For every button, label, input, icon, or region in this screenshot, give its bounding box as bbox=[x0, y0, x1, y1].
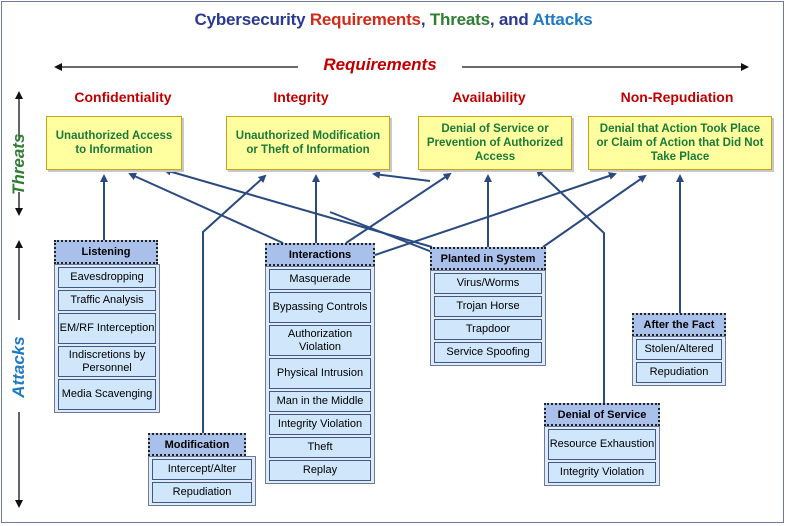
attack-item: Trapdoor bbox=[434, 319, 542, 340]
attack-group-interactions-header: Interactions bbox=[265, 243, 375, 266]
attack-group-modification-body: Intercept/Alter Repudiation bbox=[148, 456, 256, 506]
attack-item: Physical Intrusion bbox=[269, 358, 371, 389]
threat-unauthorized-access: Unauthorized Access to Information bbox=[46, 116, 182, 170]
attack-item: Eavesdropping bbox=[58, 267, 156, 288]
diagram-title: Cybersecurity Requirements, Threats, and… bbox=[0, 10, 787, 30]
attacks-axis-label: Attacks bbox=[9, 336, 28, 398]
attack-group-planted-body: Virus/Worms Trojan Horse Trapdoor Servic… bbox=[430, 270, 546, 366]
arrow-dos-integrity bbox=[372, 170, 431, 182]
title-sep-2: , and bbox=[489, 10, 533, 29]
threats-axis-label: Threats bbox=[9, 133, 28, 195]
arrow-interactions-confidentiality bbox=[128, 172, 284, 244]
title-sep-1: , bbox=[420, 10, 430, 29]
title-part-cybersecurity: Cybersecurity bbox=[194, 10, 310, 29]
threat-denial-of-action: Denial that Action Took Place or Claim o… bbox=[588, 116, 772, 170]
attack-group-modification: Modification Intercept/Alter Repudiation bbox=[148, 433, 256, 506]
attack-item: Resource Exhaustion bbox=[548, 429, 656, 460]
attack-group-after-the-fact: After the Fact Stolen/Altered Repudiatio… bbox=[632, 313, 726, 386]
attack-group-listening: Listening Eavesdropping Traffic Analysis… bbox=[54, 240, 160, 413]
attack-group-dos-header: Denial of Service bbox=[544, 403, 660, 426]
attack-item: Integrity Violation bbox=[548, 462, 656, 483]
attack-item: Bypassing Controls bbox=[269, 292, 371, 323]
attack-group-listening-header: Listening bbox=[54, 240, 158, 264]
attack-group-listening-body: Eavesdropping Traffic Analysis EM/RF Int… bbox=[54, 264, 160, 413]
requirement-nonrepudiation: Non-Repudiation bbox=[620, 89, 734, 105]
arrow-dos-availability bbox=[535, 168, 605, 403]
attack-item: Repudiation bbox=[152, 482, 252, 503]
requirement-availability: Availability bbox=[452, 89, 526, 105]
attack-item: Virus/Worms bbox=[434, 273, 542, 294]
attack-item: Theft bbox=[269, 437, 371, 458]
attack-item: Service Spoofing bbox=[434, 342, 542, 363]
attack-group-interactions-body: Masquerade Bypassing Controls Authorizat… bbox=[265, 266, 375, 484]
attack-group-after-header: After the Fact bbox=[632, 313, 726, 336]
arrow-planted-nonrepudiation bbox=[542, 174, 647, 248]
attack-item: Media Scavenging bbox=[58, 379, 156, 410]
attack-item: Indiscretions by Personnel bbox=[58, 346, 156, 377]
attack-item: Stolen/Altered bbox=[636, 339, 722, 360]
attack-group-after-body: Stolen/Altered Repudiation bbox=[632, 336, 726, 386]
arrow-interactions-availability bbox=[345, 172, 452, 244]
attack-group-denial-of-service: Denial of Service Resource Exhaustion In… bbox=[544, 403, 660, 486]
attack-group-planted-header: Planted in System bbox=[430, 247, 546, 270]
requirement-integrity: Integrity bbox=[273, 89, 329, 105]
attack-item: Trojan Horse bbox=[434, 296, 542, 317]
attack-item: Authorization Violation bbox=[269, 325, 371, 356]
title-part-attacks: Attacks bbox=[532, 10, 593, 29]
requirement-confidentiality: Confidentiality bbox=[74, 89, 172, 105]
threat-denial-of-service: Denial of Service or Prevention of Autho… bbox=[418, 116, 572, 170]
attack-item: Intercept/Alter bbox=[152, 459, 252, 480]
attack-item: Man in the Middle bbox=[269, 391, 371, 412]
attack-item: Integrity Violation bbox=[269, 414, 371, 435]
attack-group-interactions: Interactions Masquerade Bypassing Contro… bbox=[265, 243, 375, 484]
attack-item: Replay bbox=[269, 460, 371, 481]
title-part-requirements: Requirements bbox=[309, 10, 421, 29]
arrow-modification-integrity bbox=[202, 174, 267, 433]
attack-group-dos-body: Resource Exhaustion Integrity Violation bbox=[544, 426, 660, 486]
attack-item: Traffic Analysis bbox=[58, 290, 156, 311]
requirements-axis-label: Requirements bbox=[300, 55, 460, 75]
attack-item: Repudiation bbox=[636, 362, 722, 383]
arrow-planted-integrity bbox=[329, 211, 433, 253]
threat-unauthorized-modification: Unauthorized Modification or Theft of In… bbox=[226, 116, 390, 170]
attack-item: Masquerade bbox=[269, 269, 371, 290]
attack-group-planted: Planted in System Virus/Worms Trojan Hor… bbox=[430, 247, 546, 366]
attack-item: EM/RF Interception bbox=[58, 313, 156, 344]
attack-group-modification-header: Modification bbox=[148, 433, 246, 456]
title-part-threats: Threats bbox=[429, 10, 490, 29]
